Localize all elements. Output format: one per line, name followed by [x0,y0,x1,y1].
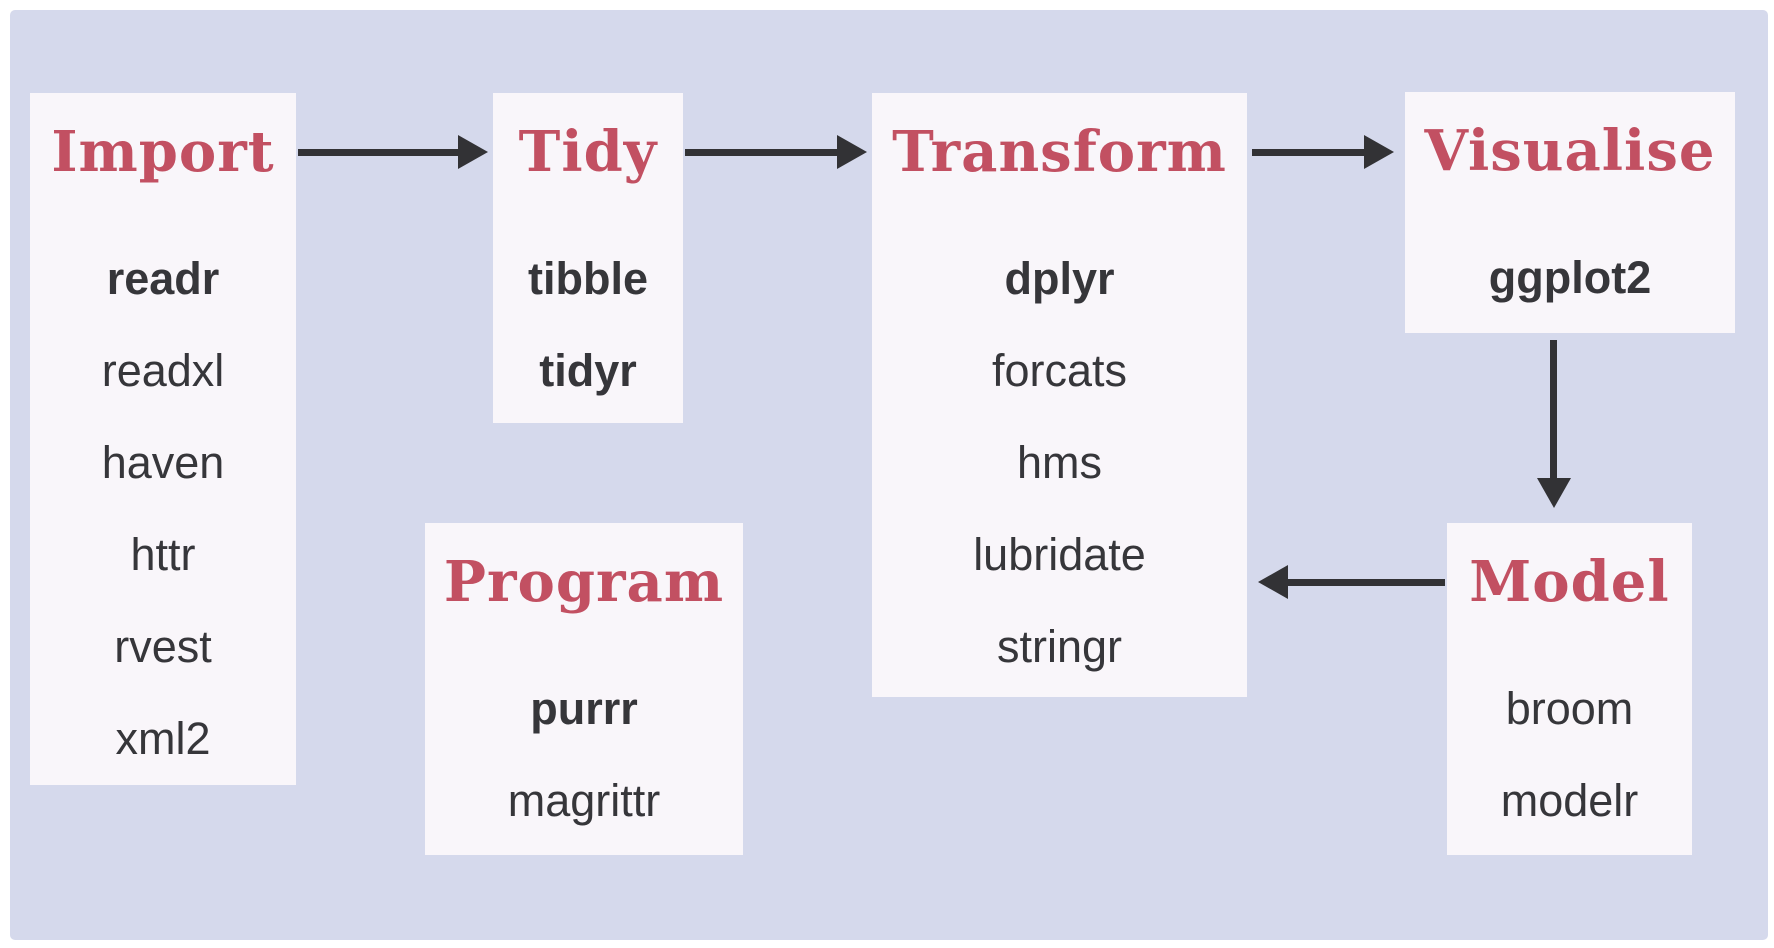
package-readr: readr [106,253,220,304]
package-readxl: readxl [101,345,225,396]
model-package-list: broom modelr [1447,663,1692,847]
package-modelr: modelr [1500,775,1639,826]
package-tidyr: tidyr [539,345,637,396]
package-haven: haven [101,437,225,488]
package-broom: broom [1505,683,1634,734]
transform-package-list: dplyr forcats hms lubridate stringr [872,233,1247,693]
visualise-title: Visualise [1424,118,1716,184]
arrowhead-left-icon [1258,565,1288,599]
model-title: Model [1469,549,1670,615]
package-hms: hms [1016,437,1102,488]
package-magrittr: magrittr [507,775,661,826]
package-xml2: xml2 [115,713,211,764]
arrow-line [1252,149,1364,156]
arrowhead-down-icon [1537,478,1571,508]
transform-title: Transform [892,119,1227,185]
package-lubridate: lubridate [973,529,1146,580]
box-import: Import readr readxl haven httr rvest xml… [30,93,296,785]
arrow-line [1550,340,1557,478]
program-title: Program [443,549,725,615]
package-forcats: forcats [991,345,1128,396]
package-purrr: purrr [530,683,638,734]
box-visualise: Visualise ggplot2 [1405,92,1735,333]
box-tidy: Tidy tibble tidyr [493,93,683,423]
tidy-package-list: tibble tidyr [493,233,683,417]
arrow-line [298,149,458,156]
arrowhead-right-icon [1364,135,1394,169]
arrow-line [1288,579,1445,586]
import-package-list: readr readxl haven httr rvest xml2 [30,233,296,785]
box-transform: Transform dplyr forcats hms lubridate st… [872,93,1247,697]
package-dplyr: dplyr [1004,253,1115,304]
box-program: Program purrr magrittr [425,523,743,855]
package-httr: httr [130,529,196,580]
package-rvest: rvest [114,621,212,672]
arrow-line [685,149,837,156]
import-title: Import [51,119,275,185]
package-tibble: tibble [528,253,648,304]
arrowhead-right-icon [458,135,488,169]
package-stringr: stringr [996,621,1123,672]
box-model: Model broom modelr [1447,523,1692,855]
tidy-title: Tidy [518,119,658,185]
program-package-list: purrr magrittr [425,663,743,847]
package-ggplot2: ggplot2 [1488,252,1652,303]
arrowhead-right-icon [837,135,867,169]
visualise-package-list: ggplot2 [1405,232,1735,324]
